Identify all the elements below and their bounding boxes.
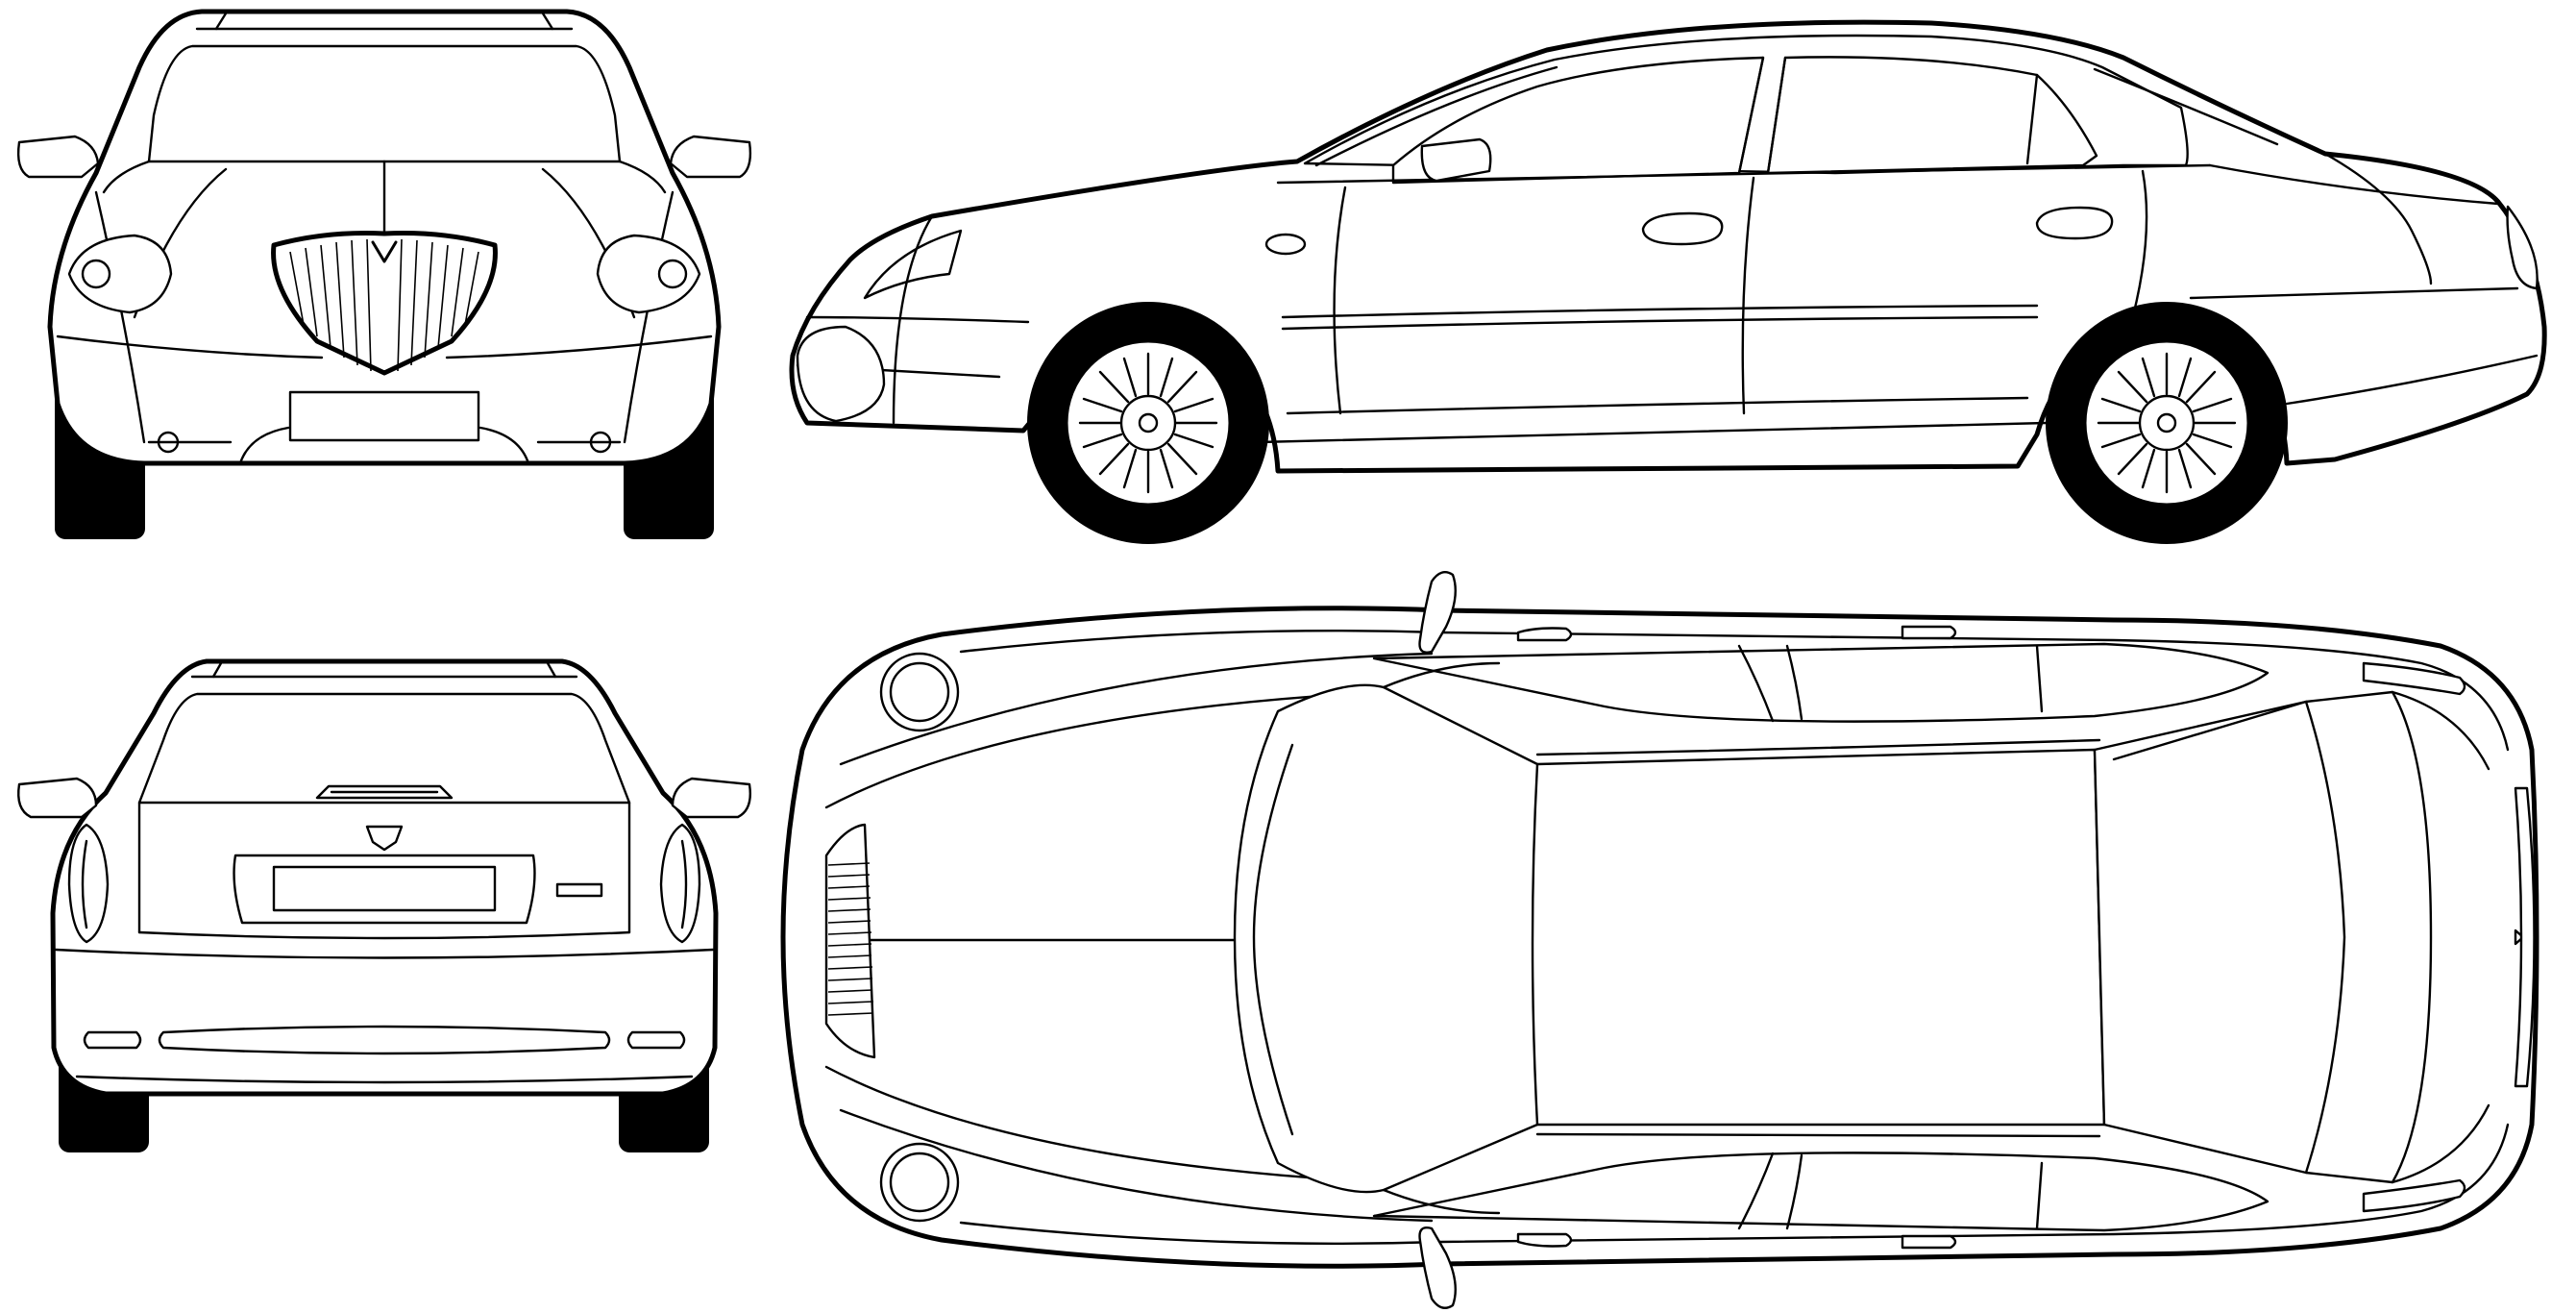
rear-right-tail-light (659, 823, 701, 944)
top-rear-window (2093, 700, 2346, 1175)
top-right-mirror (1418, 1226, 1457, 1309)
rear-license-plate (272, 865, 497, 912)
side-front-rim (1065, 339, 1232, 507)
top-view (769, 567, 2576, 1313)
top-right-tail-light (2362, 1178, 2466, 1213)
front-windshield (147, 44, 622, 163)
side-rear-rim-spokes (2097, 352, 2237, 494)
top-right-front-light (879, 1142, 960, 1223)
front-door-handle (1641, 211, 1724, 246)
front-left-headlight (67, 234, 173, 314)
side-mirror (1420, 137, 1492, 183)
front-right-mirror (669, 135, 752, 179)
side-rear-window (1766, 56, 2098, 175)
side-tail-light (2506, 205, 2539, 290)
rear-left-tail-light (67, 823, 110, 944)
top-left-mirror (1418, 571, 1457, 654)
rear-emblem (365, 825, 404, 852)
rear-view (0, 644, 769, 1192)
side-headlight (863, 229, 963, 300)
top-rear-emblem (2514, 929, 2525, 946)
rear-left-mirror (17, 777, 98, 819)
top-left-window-strip (1372, 642, 2269, 723)
side-view-drawing (789, 19, 2547, 544)
model-badge (555, 882, 603, 898)
top-grille-bars (827, 862, 874, 1016)
side-front-bumper (796, 325, 886, 423)
side-front-rim-spokes (1078, 352, 1218, 494)
rear-view-drawing (17, 658, 751, 1152)
side-rear-rim (2083, 339, 2250, 507)
top-grille (824, 823, 876, 1059)
top-left-front-light (879, 652, 960, 732)
front-view (0, 0, 769, 548)
top-left-tail-light (2362, 661, 2466, 696)
top-trunk-spoiler (2514, 786, 2536, 1088)
grille-bars (289, 238, 479, 372)
rear-right-mirror (671, 777, 751, 819)
rear-door-handle (2035, 206, 2114, 240)
front-right-headlight (596, 234, 701, 314)
top-windshield (1233, 683, 1539, 1194)
front-license-plate (288, 390, 480, 442)
front-left-mirror (16, 135, 100, 179)
top-view-drawing (780, 571, 2539, 1309)
side-view (778, 0, 2576, 567)
front-view-drawing (16, 9, 752, 539)
rear-left-reflector (83, 1030, 142, 1050)
rear-right-reflector (626, 1030, 686, 1050)
top-right-window-strip (1372, 1152, 2269, 1232)
rear-bumper-strip (158, 1025, 611, 1055)
